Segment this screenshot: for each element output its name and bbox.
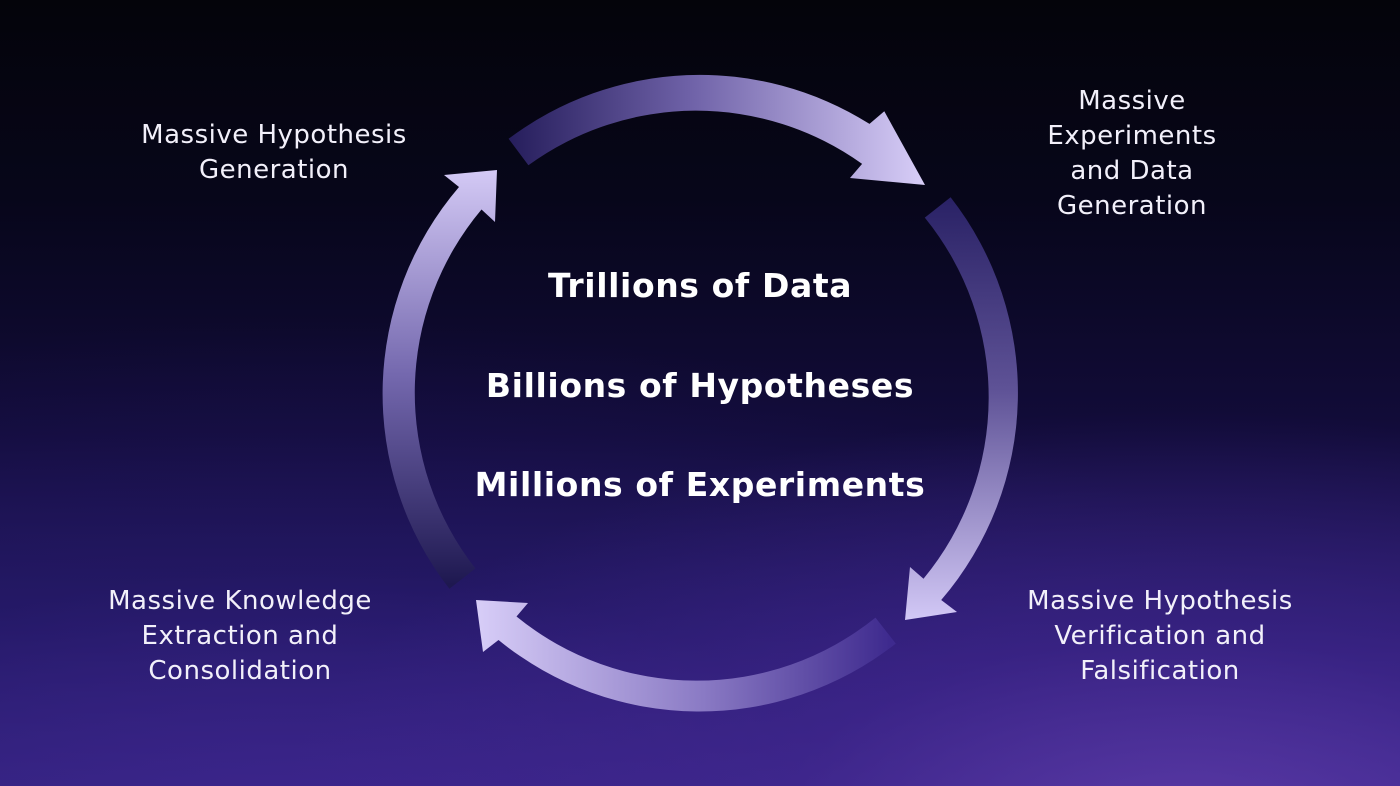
center-line-billions-of-hypotheses: Billions of Hypotheses [485,366,915,405]
arrow-hypothesis-to-experiments [508,74,925,185]
center-line-millions-of-experiments: Millions of Experiments [474,465,926,504]
arrow-experiments-to-verification [905,197,1018,620]
center-line-trillions-of-data: Trillions of Data [547,266,853,305]
arrow-knowledge-to-hypothesis [382,170,497,589]
stage-label-knowledge-extraction: Massive Knowledge Extraction and Consoli… [108,586,372,686]
stage-label-hypothesis-verification: Massive Hypothesis Verification and Fals… [1027,586,1293,686]
stage-label-hypothesis-generation: Massive Hypothesis Generation [141,120,407,185]
arrow-verification-to-knowledge [476,600,896,712]
stage-label-experiments-data-generation: Massive Experiments and Data Generation [1047,86,1217,221]
